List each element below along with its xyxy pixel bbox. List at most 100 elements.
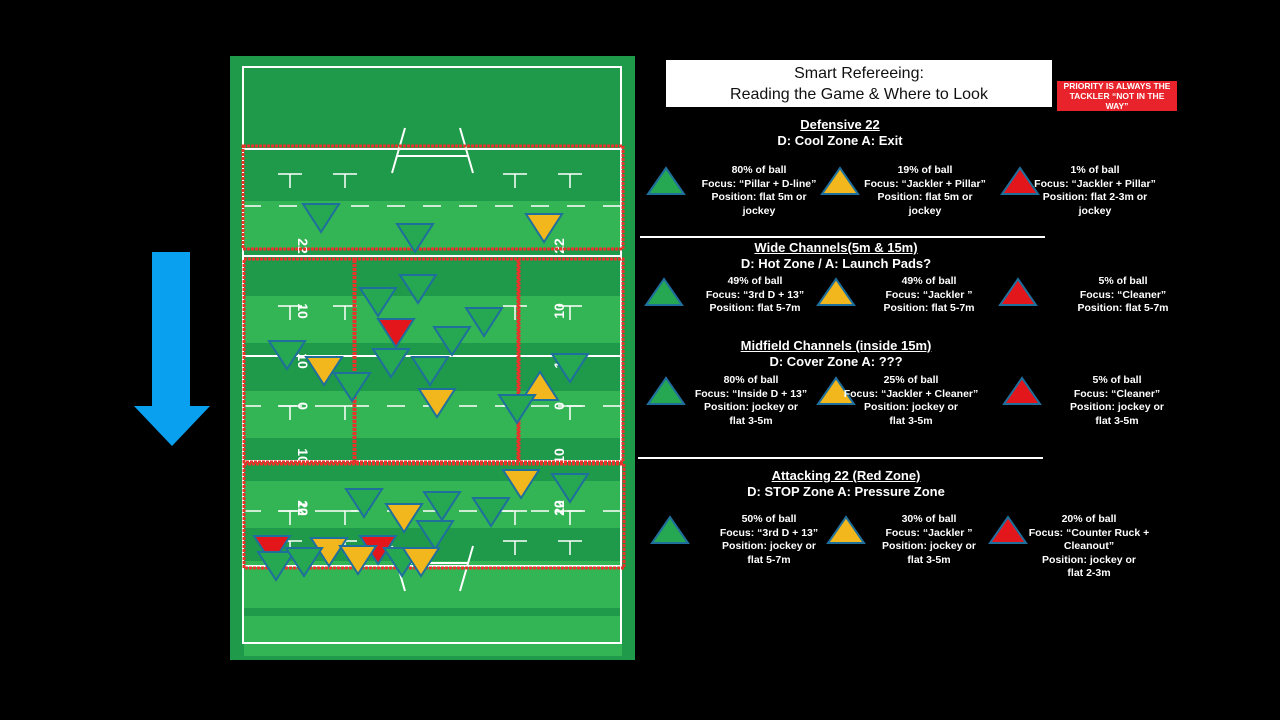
- legend-line: Focus: “Cleaner”: [1073, 387, 1161, 400]
- player-marker-triangle-icon: [550, 353, 590, 384]
- player-marker-triangle-icon: [256, 551, 296, 582]
- player-marker-triangle-icon: [301, 203, 341, 234]
- legend-line: 30% of ball: [901, 513, 957, 525]
- triangle-icon: [988, 515, 1028, 544]
- legend-line: jockey: [908, 204, 942, 217]
- player-marker-triangle-icon: [358, 287, 398, 318]
- player-marker-triangle-icon: [471, 497, 511, 528]
- pitch-marking-label: 10: [551, 448, 567, 464]
- player-marker-triangle-icon: [344, 488, 384, 519]
- legend-line: Position: jockey or: [722, 540, 816, 552]
- pitch-marking-label: 10: [295, 448, 311, 464]
- legend-line: 5% of ball: [1098, 275, 1148, 287]
- player-marker-triangle-icon: [422, 491, 462, 522]
- divider: [640, 236, 1045, 238]
- legend-line: Position: jockey or: [1042, 553, 1136, 566]
- rugby-pitch-diagram: 22221010101000101010102222: [230, 56, 635, 660]
- pitch-marking-label: 22: [295, 500, 311, 516]
- player-marker-triangle-icon: [524, 213, 564, 244]
- section-header-wide-channels: Wide Channels(5m & 15m) D: Hot Zone / A:…: [736, 240, 936, 272]
- triangle-icon: [1000, 166, 1040, 195]
- triangle-icon: [1002, 376, 1042, 405]
- section-subtitle: D: Cool Zone A: Exit: [777, 133, 903, 148]
- section-subtitle: D: Hot Zone / A: Launch Pads?: [740, 256, 932, 271]
- player-marker-triangle-icon: [398, 274, 438, 305]
- player-marker-triangle-icon: [497, 394, 537, 425]
- pitch-marking-label: 22: [551, 500, 567, 516]
- pitch-marking-label: 0: [551, 402, 567, 410]
- zone-defensive-22: [241, 144, 625, 251]
- triangle-icon: [646, 376, 686, 405]
- priority-note: PRIORITY IS ALWAYS THE TACKLER “NOT IN T…: [1057, 81, 1177, 111]
- legend-line: Position: flat 5-7m: [1077, 302, 1169, 314]
- legend-line: Position: jockey or: [882, 540, 976, 552]
- player-marker-triangle-icon: [376, 318, 416, 349]
- player-marker-triangle-icon: [417, 388, 457, 419]
- legend-line: Position: flat 5m or: [711, 191, 807, 203]
- player-marker-triangle-icon: [252, 535, 292, 566]
- player-marker-triangle-icon: [432, 326, 472, 357]
- section-title: Defensive 22: [800, 117, 880, 132]
- section-header-attacking-22: Attacking 22 (Red Zone) D: STOP Zone A: …: [746, 468, 946, 500]
- title-box: Smart Refereeing: Reading the Game & Whe…: [666, 60, 1052, 107]
- triangle-icon: [816, 376, 856, 405]
- legend-line: 19% of ball: [897, 164, 953, 176]
- legend-line: Position: flat 5-7m: [709, 302, 801, 314]
- legend-line: 80% of ball: [723, 374, 779, 386]
- legend-line: Focus: “3rd D + 13”: [719, 526, 819, 539]
- legend-line: Focus: “Counter Ruck +: [1028, 526, 1150, 539]
- pitch-stripe: [244, 616, 622, 656]
- triangle-icon: [644, 277, 684, 306]
- legend-line: jockey: [1078, 204, 1112, 217]
- triangle-icon: [826, 515, 866, 544]
- legend-line: 50% of ball: [741, 513, 797, 525]
- legend-line: Position: flat 5m or: [877, 191, 973, 203]
- player-marker-triangle-icon: [284, 547, 324, 578]
- legend-line: 20% of ball: [1061, 513, 1117, 525]
- legend-line: Focus: “Jackler ”: [885, 526, 973, 539]
- pitch-marking-label: 10: [295, 303, 311, 319]
- player-marker-triangle-icon: [464, 307, 504, 338]
- pitch-marking-label: 22: [295, 238, 311, 254]
- section-title: Attacking 22 (Red Zone): [771, 468, 921, 483]
- priority-line-3: WAY”: [1105, 101, 1129, 111]
- divider: [638, 457, 1043, 459]
- legend-line: Position: jockey or: [1070, 401, 1164, 413]
- player-marker-triangle-icon: [401, 547, 441, 578]
- legend-line: flat 5-7m: [747, 553, 791, 566]
- pitch-marking-label: 22: [551, 238, 567, 254]
- section-subtitle: D: STOP Zone A: Pressure Zone: [747, 484, 945, 499]
- legend-line: Position: flat 2-3m or: [1042, 191, 1148, 203]
- player-marker-triangle-icon: [267, 340, 307, 371]
- legend-line: 1% of ball: [1070, 164, 1120, 176]
- down-arrow-icon: [134, 252, 210, 446]
- legend-line: 49% of ball: [901, 275, 957, 287]
- section-subtitle: D: Cover Zone A: ???: [769, 354, 903, 369]
- legend-line: Focus: “3rd D + 13”: [705, 288, 805, 301]
- legend-line: Focus: “Jackler + Pillar”: [1034, 177, 1156, 190]
- legend-line: Focus: “Jackler ”: [885, 288, 973, 301]
- zone-attacking-22: [242, 462, 626, 570]
- legend-line: Position: jockey or: [864, 401, 958, 413]
- legend-line: Focus: “Jackler + Cleaner”: [843, 387, 979, 400]
- legend-line: Focus: “Cleaner”: [1079, 288, 1167, 301]
- triangle-icon: [646, 166, 686, 195]
- goal-posts: [391, 127, 474, 174]
- player-marker-triangle-icon: [410, 356, 450, 387]
- legend-line: Focus: “Pillar + D-line”: [701, 177, 817, 190]
- legend-line: Position: jockey or: [704, 401, 798, 413]
- player-marker-triangle-icon: [332, 372, 372, 403]
- pitch-marking-label: 0: [295, 402, 311, 410]
- pitch-marking-label: 10: [551, 303, 567, 319]
- legend-line: Cleanout”: [1063, 540, 1115, 552]
- legend-line: 25% of ball: [883, 374, 939, 386]
- player-marker-triangle-icon: [395, 223, 435, 254]
- legend-line: 5% of ball: [1092, 374, 1142, 386]
